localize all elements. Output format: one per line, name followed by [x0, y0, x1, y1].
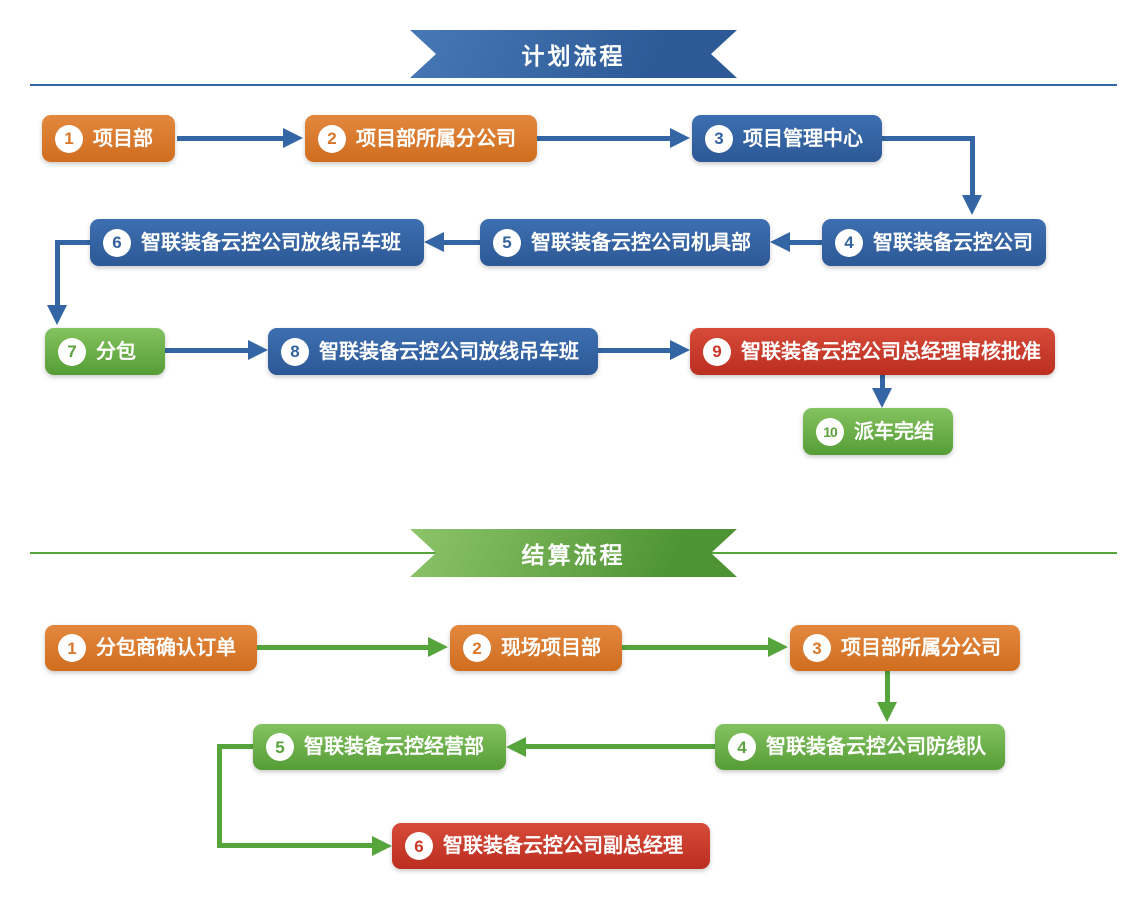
step-number-badge: 1 [58, 634, 86, 662]
arrow-plan-2-3-head-icon [670, 128, 690, 148]
arrow-plan-8-9-head-icon [670, 340, 690, 360]
step-number-badge: 5 [493, 228, 521, 257]
step-number-badge: 4 [728, 733, 756, 761]
step-number-badge: 6 [103, 228, 131, 257]
arrow-settlement-3-4-head-icon [877, 702, 897, 722]
arrow-plan-4-5-line [790, 240, 822, 245]
arrow-settlement-4-5-head-icon [506, 737, 526, 757]
step-label: 派车完结 [854, 420, 934, 443]
arrow-plan-1-2-line [177, 136, 285, 141]
settlement-step-4: 4 智联装备云控公司防线队 [715, 724, 1005, 770]
step-label: 智联装备云控公司放线吊车班 [319, 340, 579, 363]
plan-step-9: 9 智联装备云控公司总经理审核批准 [690, 328, 1055, 375]
arrow-plan-7-8-head-icon [248, 340, 268, 360]
arrow-plan-3-4-head-icon [962, 195, 982, 215]
arrow-plan-6-7-line-v [55, 240, 60, 307]
arrow-settlement-5-6-head-icon [372, 836, 392, 856]
step-label: 智联装备云控公司 [873, 231, 1033, 254]
plan-step-10: 10 派车完结 [803, 408, 953, 455]
plan-step-6: 6 智联装备云控公司放线吊车班 [90, 219, 424, 266]
step-number-badge: 2 [463, 634, 491, 662]
step-number-badge: 1 [55, 124, 83, 153]
step-label: 分包 [96, 340, 136, 363]
step-number-badge: 2 [318, 124, 346, 153]
arrow-plan-7-8-line [165, 348, 250, 353]
arrow-plan-5-6-head-icon [424, 232, 444, 252]
arrow-settlement-2-3-line [622, 645, 770, 650]
arrow-plan-6-7-line-h [55, 240, 90, 245]
step-label: 现场项目部 [501, 637, 601, 659]
arrow-settlement-4-5-line [526, 744, 715, 749]
step-number-badge: 3 [803, 634, 831, 662]
plan-banner: 计划流程 [410, 30, 737, 78]
settlement-step-6: 6 智联装备云控公司副总经理 [392, 823, 710, 869]
arrow-plan-3-4-line-v [970, 136, 975, 197]
arrow-plan-1-2-head-icon [283, 128, 303, 148]
plan-step-4: 4 智联装备云控公司 [822, 219, 1046, 266]
arrow-plan-8-9-line [598, 348, 672, 353]
arrow-plan-5-6-line [444, 240, 480, 245]
plan-step-8: 8 智联装备云控公司放线吊车班 [268, 328, 598, 375]
step-label: 项目部 [93, 127, 153, 150]
plan-step-3: 3 项目管理中心 [692, 115, 882, 162]
step-label: 智联装备云控公司防线队 [766, 736, 986, 758]
plan-step-2: 2 项目部所属分公司 [305, 115, 537, 162]
step-number-badge: 6 [405, 832, 433, 860]
step-number-badge: 9 [703, 337, 731, 366]
step-label: 项目管理中心 [743, 127, 863, 150]
settlement-banner: 结算流程 [410, 529, 737, 577]
arrow-settlement-5-6-line-h2 [217, 843, 374, 848]
plan-banner-title: 计划流程 [521, 43, 626, 69]
step-number-badge: 4 [835, 228, 863, 257]
step-label: 智联装备云控公司机具部 [531, 231, 751, 254]
settlement-step-2: 2 现场项目部 [450, 625, 622, 671]
step-number-badge: 5 [266, 733, 294, 761]
arrow-settlement-5-6-line-v [217, 744, 222, 848]
plan-step-5: 5 智联装备云控公司机具部 [480, 219, 770, 266]
step-label: 项目部所属分公司 [841, 637, 1001, 659]
arrow-plan-6-7-head-icon [47, 305, 67, 325]
settlement-step-5: 5 智联装备云控经营部 [253, 724, 506, 770]
step-number-badge: 8 [281, 337, 309, 366]
arrow-settlement-2-3-head-icon [768, 637, 788, 657]
step-number-badge: 3 [705, 124, 733, 153]
settlement-banner-title: 结算流程 [521, 542, 626, 568]
arrow-plan-9-10-line [880, 375, 885, 392]
step-number-badge: 10 [816, 417, 844, 446]
arrow-plan-9-10-head-icon [872, 388, 892, 408]
plan-divider-line [30, 84, 1117, 86]
plan-step-1: 1 项目部 [42, 115, 175, 162]
step-label: 智联装备云控公司放线吊车班 [141, 231, 401, 254]
step-number-badge: 7 [58, 337, 86, 366]
arrow-settlement-3-4-line [885, 671, 890, 704]
arrow-plan-4-5-head-icon [770, 232, 790, 252]
plan-step-7: 7 分包 [45, 328, 165, 375]
arrow-plan-2-3-line [537, 136, 672, 141]
step-label: 智联装备云控公司副总经理 [443, 835, 683, 857]
step-label: 项目部所属分公司 [356, 127, 516, 150]
step-label: 智联装备云控公司总经理审核批准 [741, 340, 1041, 363]
step-label: 分包商确认订单 [96, 637, 236, 659]
arrow-settlement-1-2-line [257, 645, 430, 650]
settlement-step-3: 3 项目部所属分公司 [790, 625, 1020, 671]
arrow-settlement-5-6-line-h1 [217, 744, 253, 749]
step-label: 智联装备云控经营部 [304, 736, 484, 758]
settlement-step-1: 1 分包商确认订单 [45, 625, 257, 671]
arrow-plan-3-4-line-h [882, 136, 975, 141]
arrow-settlement-1-2-head-icon [428, 637, 448, 657]
